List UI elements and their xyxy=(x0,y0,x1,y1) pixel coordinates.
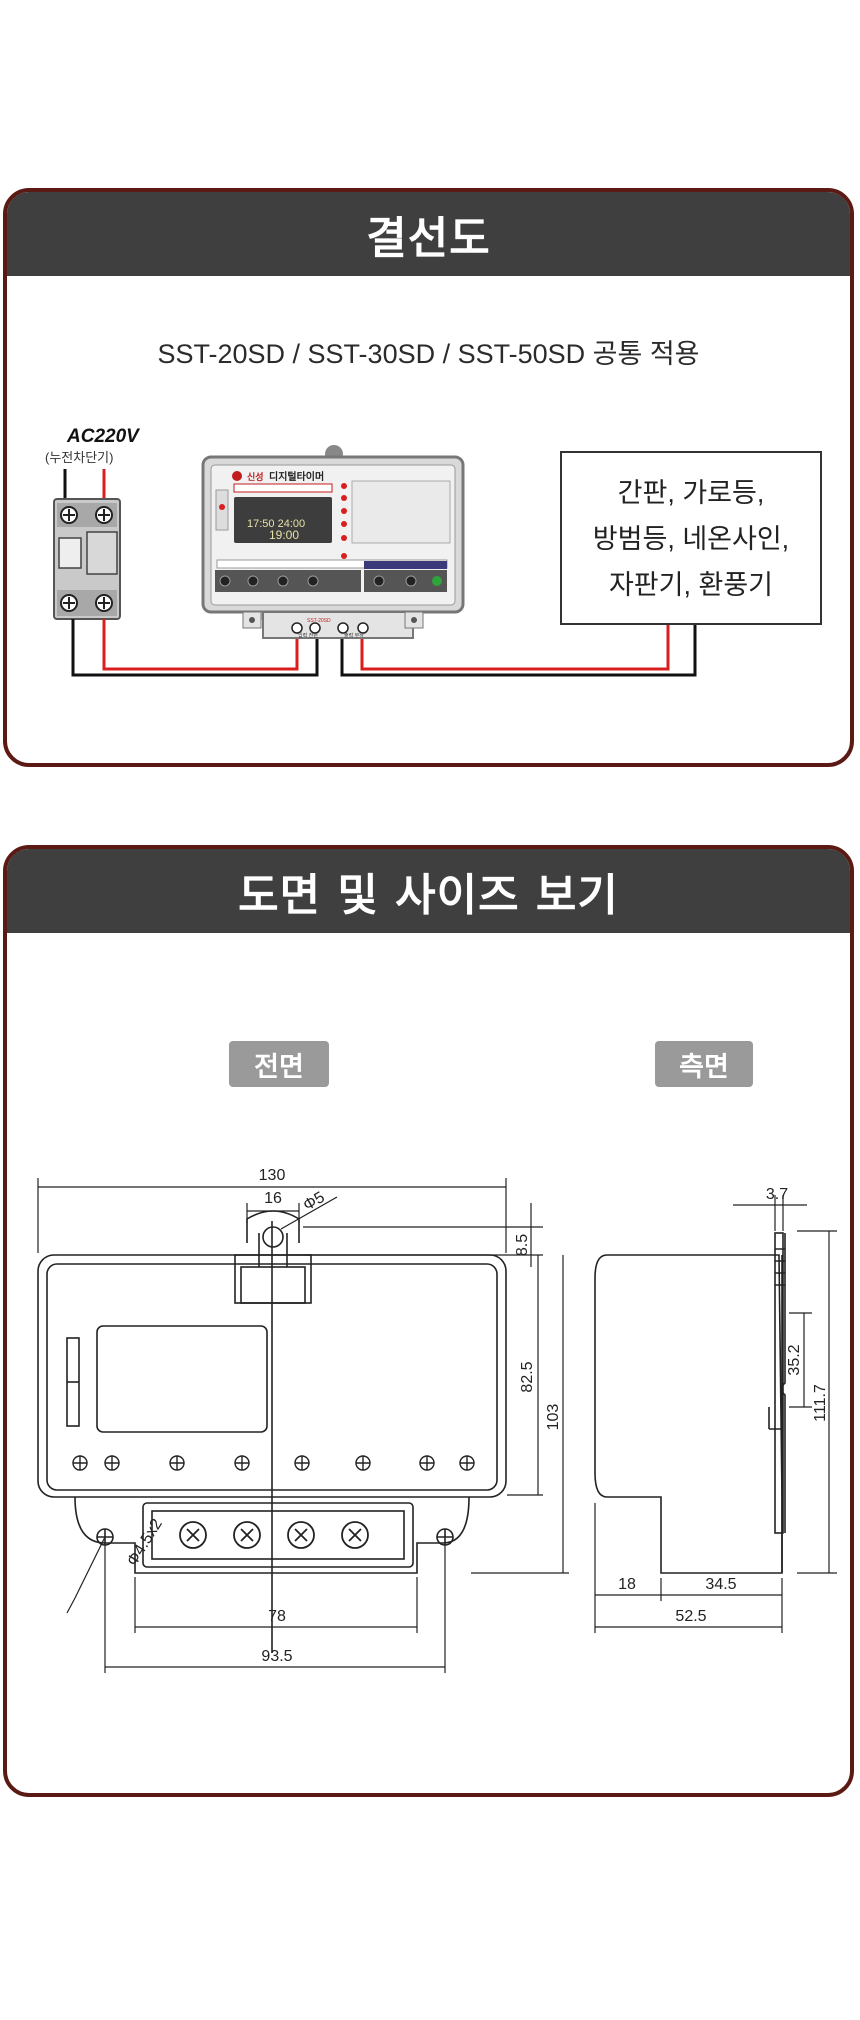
dim-depth-a: 18 xyxy=(618,1576,636,1593)
dim-hook-width: 16 xyxy=(264,1190,282,1207)
dim-top-offset: 8.5 xyxy=(514,1234,531,1256)
device-brand: 신성 xyxy=(247,471,264,482)
device-model: SST-20SD xyxy=(307,618,331,624)
lcd-display xyxy=(234,497,332,543)
breaker-title: AC220V xyxy=(66,426,140,447)
dim-body-height: 82.5 xyxy=(519,1361,536,1392)
lcd-top: 17:50 24:00 xyxy=(247,518,305,530)
dim-hook-hole: Φ5 xyxy=(301,1189,328,1215)
side-view-label: 측면 xyxy=(655,1041,753,1087)
dim-depth-total: 52.5 xyxy=(675,1608,706,1625)
dim-bottom-outer: 93.5 xyxy=(261,1648,292,1665)
brand-logo-icon xyxy=(232,471,242,481)
drawing-section: 도면 및 사이즈 보기 전면 측면 xyxy=(3,845,854,1797)
dim-depth-b: 34.5 xyxy=(705,1576,736,1593)
model-subtitle: SST-20SD / SST-30SD / SST-50SD 공통 적용 xyxy=(157,339,700,369)
load-line-2: 방범등, 네온사인, xyxy=(593,524,789,554)
dim-slot: 35.2 xyxy=(786,1344,803,1375)
breaker-sub: (누전차단기) xyxy=(45,450,113,465)
terminal-in-label: 입력 전원 xyxy=(298,632,318,639)
device-product: 디지털타이머 xyxy=(269,470,324,483)
wires xyxy=(71,619,697,677)
timer-device: 신성 디지털타이머 17:50 24:00 19:00 xyxy=(201,445,465,639)
lcd-bottom: 19:00 xyxy=(269,528,299,542)
terminal-out-label: 출력 부하 xyxy=(344,632,364,639)
side-dimensions xyxy=(594,1195,837,1633)
dim-flange: 3.7 xyxy=(766,1186,788,1203)
status-led-icon xyxy=(432,576,442,586)
breaker-icon xyxy=(53,469,121,620)
dim-width-top: 130 xyxy=(259,1167,286,1184)
wiring-section: 결선도 SST-20SD / SST-30SD / SST-50SD 공통 적용… xyxy=(3,188,854,767)
wiring-title: 결선도 xyxy=(7,192,850,276)
front-view-label: 전면 xyxy=(229,1041,329,1087)
load-line-1: 간판, 가로등, xyxy=(618,478,765,508)
drawing-title: 도면 및 사이즈 보기 xyxy=(7,849,850,933)
side-view xyxy=(594,1232,786,1574)
load-line-3: 자판기, 환풍기 xyxy=(609,570,773,600)
front-view xyxy=(37,1210,507,1653)
dim-bottom-inner: 78 xyxy=(268,1608,286,1625)
front-dimensions xyxy=(37,1178,569,1673)
wiring-diagram: AC220V (누전차단기) xyxy=(45,426,822,677)
dim-side-height: 111.7 xyxy=(812,1384,829,1422)
load-box xyxy=(560,451,822,625)
dimension-drawing: 130 16 Φ5 8.5 82.5 103 Φ4.5x2 78 93.5 xyxy=(37,1167,837,1673)
dim-total-height: 103 xyxy=(545,1404,562,1431)
